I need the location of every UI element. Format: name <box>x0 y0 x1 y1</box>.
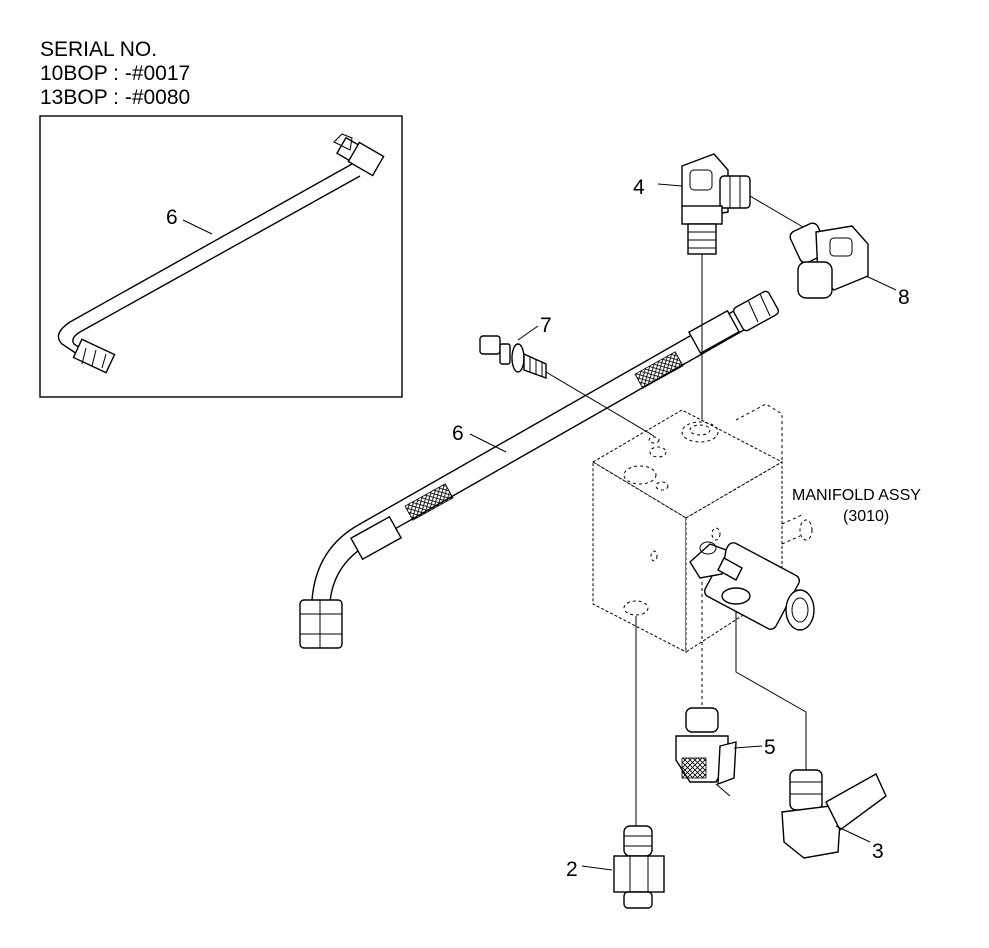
fitting-2 <box>613 616 665 909</box>
inset-box: 6 <box>39 115 403 398</box>
callout-2: 2 <box>566 858 578 881</box>
callout-4: 4 <box>633 176 645 199</box>
fitting-7 <box>479 335 655 437</box>
callout-8: 8 <box>898 286 910 309</box>
callout-5: 5 <box>764 736 776 759</box>
hose-assembly-6 <box>299 290 780 649</box>
inset-hose-6 <box>57 133 385 374</box>
fitting-4 <box>681 153 809 420</box>
callout-7: 7 <box>540 314 552 337</box>
serial-line-1: 10BOP : -#0017 <box>40 62 190 85</box>
callout-inset-6: 6 <box>166 206 178 229</box>
manifold-label: MANIFOLD ASSY (3010) <box>792 487 921 525</box>
callout-hose-6: 6 <box>452 422 464 445</box>
manifold-code: (3010) <box>843 508 889 525</box>
fitting-3 <box>735 612 887 859</box>
fitting-5 <box>675 582 737 797</box>
serial-heading: SERIAL NO. <box>40 38 157 61</box>
serial-line-2: 13BOP : -#0080 <box>40 86 190 109</box>
callout-3: 3 <box>872 840 884 863</box>
manifold-block <box>592 403 815 653</box>
serial-number-block: SERIAL NO. 10BOP : -#0017 13BOP : -#0080 <box>40 38 190 109</box>
fitting-8 <box>789 222 869 299</box>
manifold-name: MANIFOLD ASSY <box>792 487 921 504</box>
